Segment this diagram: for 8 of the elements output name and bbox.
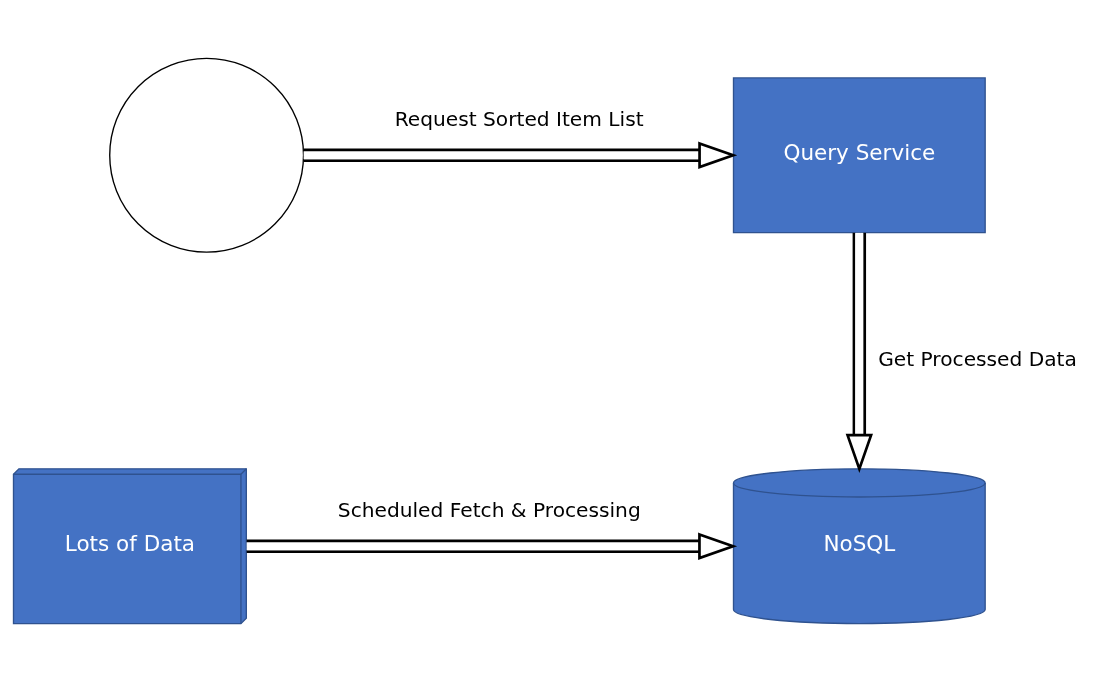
edge-label: Get Processed Data	[878, 346, 1077, 371]
edge-label: Scheduled Fetch & Processing	[337, 498, 641, 523]
arrow	[845, 232, 873, 473]
arrow	[246, 532, 738, 560]
node-circle	[109, 57, 305, 253]
edge-label: Request Sorted Item List	[394, 107, 644, 132]
node-box: Query Service	[732, 77, 986, 234]
arrow	[303, 141, 738, 169]
